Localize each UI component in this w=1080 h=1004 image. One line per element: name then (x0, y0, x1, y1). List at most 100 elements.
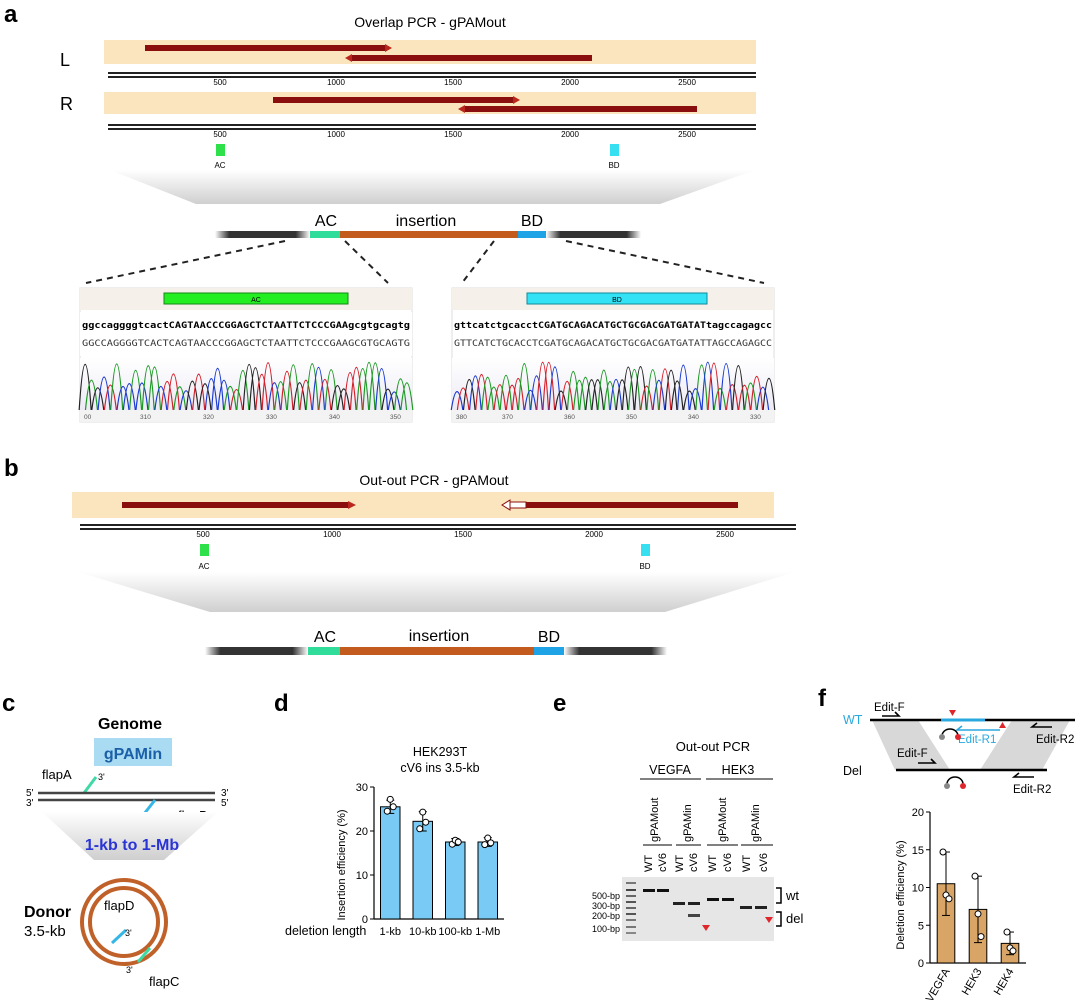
read-b1-arrow (348, 501, 356, 509)
zoom-line-right-1 (461, 240, 495, 284)
read-b2 (526, 502, 738, 508)
trace-left-axis-2: 320 (203, 414, 214, 421)
trace-peak (349, 367, 363, 411)
zoom-line-left-1 (85, 240, 286, 284)
trace-peak (185, 380, 199, 411)
f-pe-complex-wt (941, 728, 959, 737)
trace-peak (750, 375, 764, 411)
marker-ac-box (216, 144, 225, 156)
trace-peak (311, 367, 326, 411)
trace-peak (198, 383, 212, 411)
trace-peak (343, 372, 357, 411)
donor-outer-ring (80, 878, 168, 966)
trace-peak (530, 375, 543, 411)
data-point (484, 834, 492, 842)
trace-peak (91, 387, 105, 411)
trace-peak (597, 369, 611, 411)
trace-peak (615, 379, 629, 411)
trace-peak (387, 391, 401, 411)
trace-peak (560, 381, 574, 411)
ruler-r-line1 (108, 124, 756, 126)
data-point (481, 841, 489, 849)
data-point (419, 808, 427, 816)
trace-peak (475, 373, 488, 411)
row-label-l: L (60, 50, 70, 70)
trace-peak (591, 379, 605, 411)
data-point (389, 803, 397, 811)
trace-right-axis-1: 370 (502, 414, 513, 421)
data-point (974, 910, 982, 918)
trace-peak (548, 366, 562, 411)
ruler-l-tick-500: 500 (213, 78, 227, 87)
marker-b-bd-box (641, 544, 650, 556)
trace-left-axis-0: 00 (84, 414, 92, 421)
f-edit-r1-arrow (954, 725, 1000, 731)
x-tick-label: VEGFA (924, 966, 953, 1004)
read-r2 (465, 106, 697, 112)
gel-guide-2: gPAMin (682, 804, 694, 842)
ruler-b-tick-1500: 1500 (454, 530, 472, 539)
data-point (454, 838, 462, 846)
schematic-b-bd-label: BD (538, 629, 560, 646)
schematic-b-left-flank (205, 647, 308, 655)
gel-guide-4: gPAMin (750, 804, 762, 842)
bar (445, 841, 466, 920)
genome-bottom-3prime: 3' (26, 798, 34, 809)
genome-bottom-5prime: 5' (221, 798, 229, 809)
trace-peak (223, 386, 237, 411)
gel-del-bracket (776, 911, 782, 927)
trace-left-axis-1: 310 (140, 414, 151, 421)
ruler-r-tick-2500: 2500 (678, 130, 696, 139)
data-point (386, 795, 394, 803)
trace-peak (658, 368, 672, 411)
trace-peak (689, 387, 702, 411)
trace-peak (456, 387, 470, 411)
ruler-b-tick-1000: 1000 (323, 530, 341, 539)
ladder-200: 200-bp (592, 911, 620, 921)
f-edit-r1-label: Edit-R1 (958, 734, 996, 746)
panel-letter-f: f (818, 685, 827, 712)
trace-peak (695, 364, 709, 411)
trace-peak (375, 368, 389, 411)
trace-peak (286, 364, 300, 411)
trace-peak (318, 378, 332, 411)
trace-left-axis-5: 350 (390, 414, 401, 421)
trace-peak (579, 376, 592, 411)
gel-lane-5: WT (707, 855, 719, 872)
f-shade-left (872, 720, 950, 770)
trace-peak (542, 361, 556, 411)
trace-peak (744, 382, 758, 411)
trace-peak (154, 386, 168, 411)
read-r2-arrow (458, 105, 465, 113)
f-pe-dot-gray-del (944, 783, 950, 789)
trace-right-peaks (450, 361, 776, 411)
panel-letter-d: d (274, 690, 289, 717)
chart-d-ylabel: Insertion efficiency (%) (336, 809, 348, 920)
y-tick-label: 20 (912, 807, 924, 819)
gel-lane-4: cV6 (688, 853, 700, 872)
trace-peak (627, 369, 641, 411)
gel-lane-6: cV6 (722, 853, 734, 872)
trace-peak (129, 370, 143, 411)
trace-left-seq-upper: GGCCAGGGGTCACTCAGTAACCCGGAGCTCTAATTCTCCC… (82, 339, 410, 349)
trace-peak (381, 388, 395, 411)
ruler-r-tick-2000: 2000 (561, 130, 579, 139)
trace-peak (664, 369, 678, 411)
x-tick-label: 100-kb (438, 926, 472, 938)
marker-bd-label: BD (608, 161, 619, 170)
trace-peak (122, 383, 136, 411)
trace-peak (493, 384, 507, 411)
gel-lane-1: WT (643, 855, 655, 872)
x-tick-label: 1-kb (380, 926, 401, 938)
trace-peak (603, 381, 617, 411)
f-del-label: Del (843, 764, 862, 778)
trace-left-seq-area (80, 312, 412, 356)
chromatogram-right: BD gttcatctgcacctCGATGCAGACATGCTGCGACGAT… (450, 287, 776, 423)
gel-del-arrow-hek3 (765, 917, 773, 923)
y-tick-label: 15 (912, 845, 924, 857)
schematic-a-insertion-label: insertion (396, 213, 456, 230)
schematic-a-ac-label: AC (315, 213, 337, 230)
trace-peak (738, 384, 751, 411)
trace-peak (236, 370, 250, 411)
gel-title: Out-out PCR (676, 739, 750, 754)
